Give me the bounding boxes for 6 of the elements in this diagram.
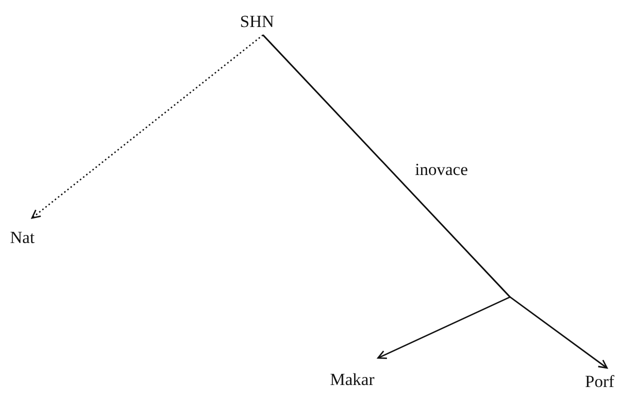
arrow (262, 34, 608, 369)
node-label: Nat (10, 228, 35, 248)
node-label: Porf (585, 372, 614, 392)
node-label: SHN (240, 12, 274, 32)
dotted-arrow (31, 34, 264, 219)
node-label: Makar (330, 370, 374, 390)
